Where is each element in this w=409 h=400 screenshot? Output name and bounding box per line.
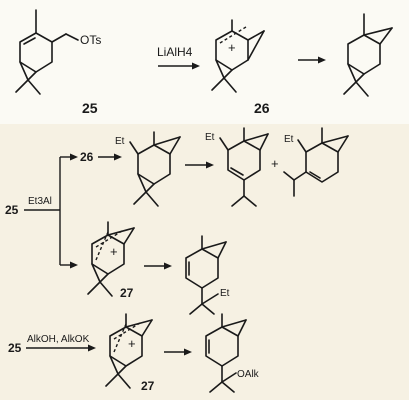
- arrow-alkoh: [26, 344, 96, 352]
- top-product-structure: [343, 13, 393, 97]
- bottom-panel: [0, 124, 409, 400]
- cation-27-bottom-charge: +: [128, 336, 136, 351]
- ring-opened-product-2: Et: [283, 127, 349, 197]
- cation-27-bottom-structure: + 27: [105, 313, 155, 393]
- reagent-liAlH4-label: LiAlH4: [157, 45, 193, 59]
- cation-27-product-structure: Et: [185, 235, 230, 315]
- et-label-3: Et: [284, 134, 294, 145]
- reagent-alkoh-label: AlkOH, AlkOK: [27, 334, 90, 345]
- ring-opened-product-1: Et: [205, 127, 269, 207]
- compound-25-label: 25: [82, 100, 98, 116]
- bottom-start-label: 25: [8, 341, 22, 355]
- et-adduct-structure: Et: [115, 131, 181, 207]
- middle-start-label: 25: [5, 203, 19, 217]
- arrow-to-ring-opened: [185, 161, 214, 169]
- top-panel: [0, 0, 409, 124]
- leaving-group-label: OTs: [80, 33, 101, 47]
- product-et-label: Et: [220, 288, 230, 299]
- middle-intermediate-26-label: 26: [80, 150, 94, 164]
- cation-26-structure: + 26: [211, 19, 270, 116]
- et-label-2: Et: [205, 132, 215, 143]
- cation-27-middle-label: 27: [120, 286, 134, 300]
- middle-branch-lines: [24, 153, 78, 269]
- cation-27-bottom-label: 27: [141, 379, 155, 393]
- ether-product-structure: OAlk: [205, 313, 260, 393]
- et-label-1: Et: [115, 136, 125, 147]
- arrow-to-ether: [164, 348, 192, 356]
- product-oalk-label: OAlk: [237, 369, 260, 380]
- plus-sign: +: [271, 156, 279, 171]
- arrow-26-to-adduct: [98, 153, 122, 161]
- cation-26-charge: +: [228, 40, 236, 55]
- arrow-to-product: [298, 56, 326, 64]
- cation-26-label: 26: [254, 100, 270, 116]
- reagent-et3al-label: Et3Al: [28, 196, 52, 207]
- cation-27-middle-charge: +: [110, 244, 118, 259]
- cation-27-middle-structure: + 27: [87, 221, 135, 300]
- compound-25-structure: OTs 25: [15, 9, 101, 116]
- arrow-27-to-product: [144, 262, 172, 270]
- arrow-liAlH4: LiAlH4: [157, 45, 200, 70]
